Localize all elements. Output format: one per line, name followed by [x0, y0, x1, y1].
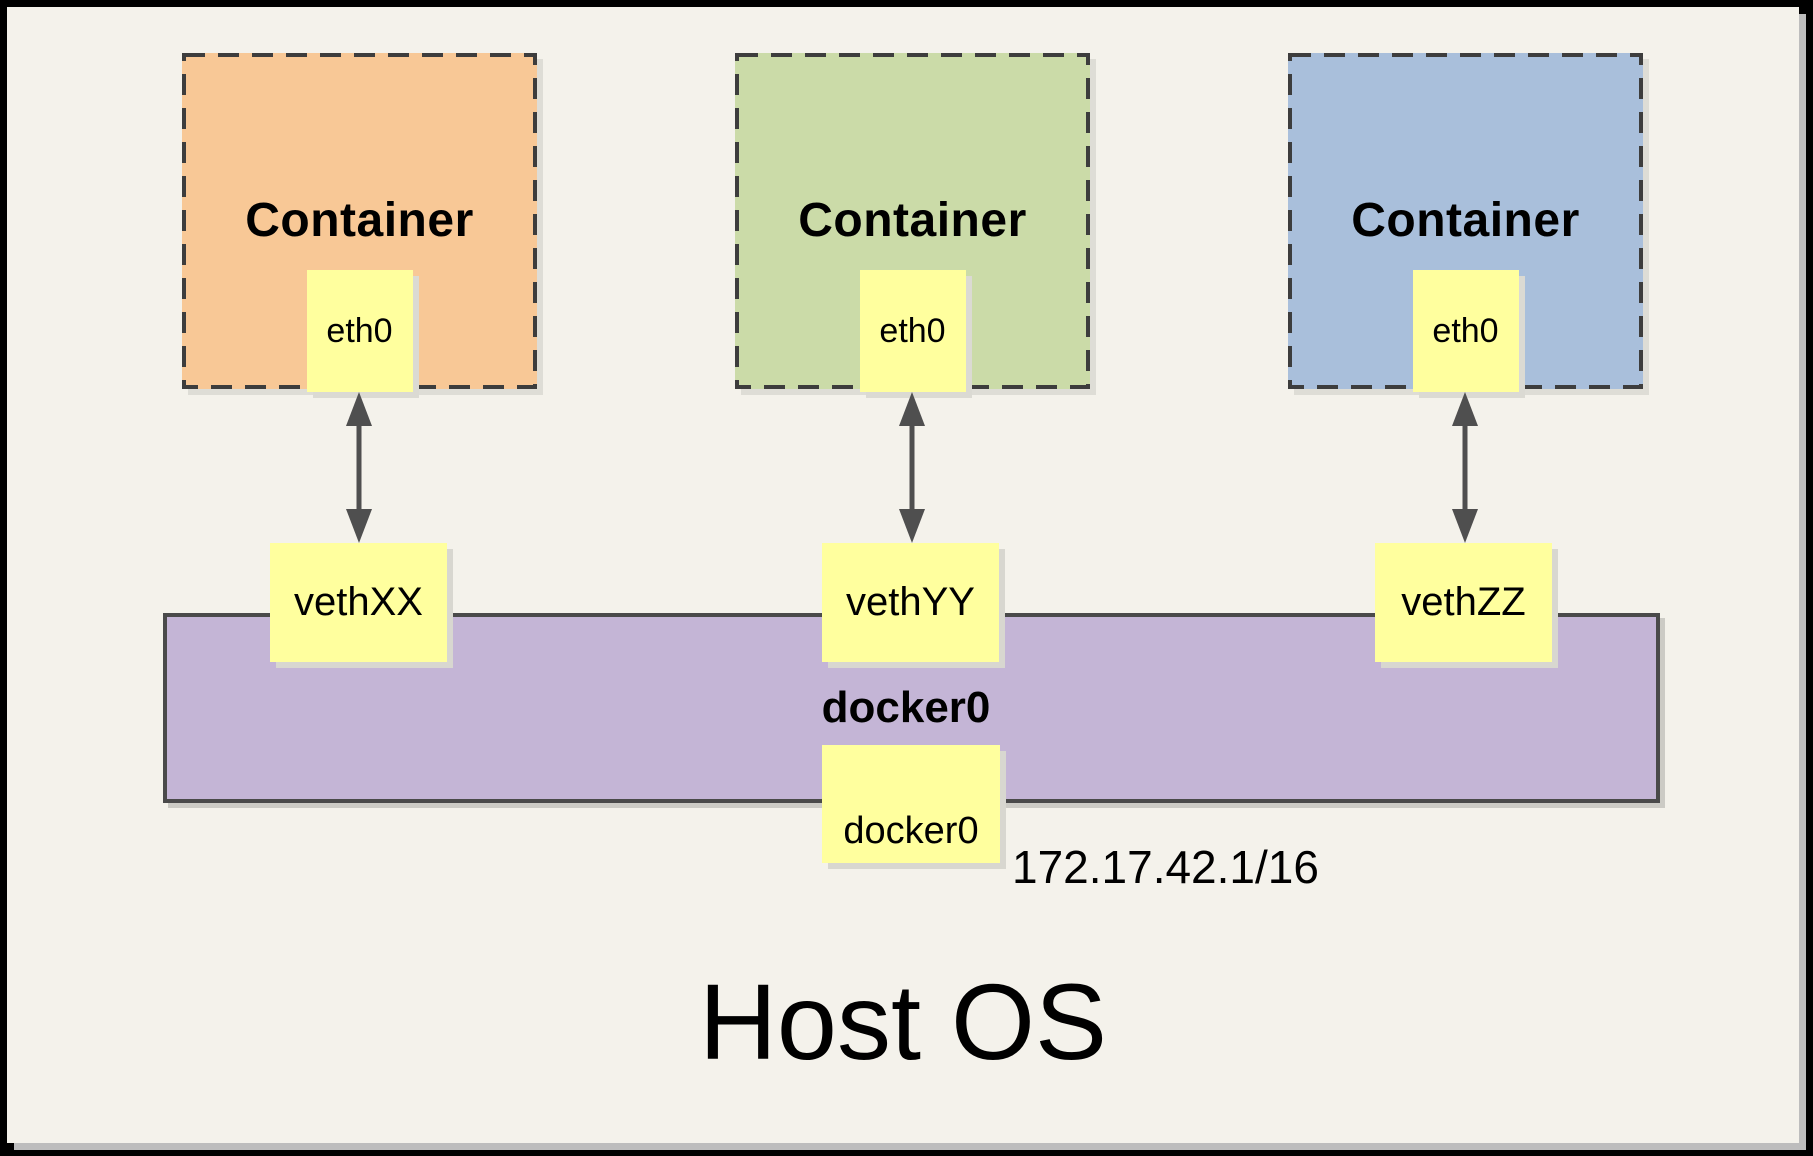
double-arrow-icon	[899, 392, 925, 543]
docker0-bridge-title: docker0	[821, 683, 991, 732]
host-os-title: Host OS	[698, 961, 1108, 1082]
docker0-ip-address: 172.17.42.1/16	[1012, 841, 1319, 893]
container-box-2: Container eth0	[735, 53, 1090, 392]
container-label: Container	[798, 194, 1027, 247]
eth0-interface-box: eth0	[859, 270, 966, 392]
container-label: Container	[1351, 194, 1580, 247]
container-box-1: Container eth0	[182, 53, 537, 392]
vethZZ-interface-box: vethZZ	[1375, 543, 1552, 662]
double-arrow-icon	[1452, 392, 1478, 543]
double-arrow-icon	[346, 392, 372, 543]
eth0-interface-box: eth0	[1412, 270, 1519, 392]
eth0-interface-box: eth0	[306, 270, 413, 392]
vethYY-interface-box: vethYY	[822, 543, 999, 662]
container-box-3: Container eth0	[1288, 53, 1643, 392]
container-label: Container	[245, 194, 474, 247]
vethXX-interface-box: vethXX	[270, 543, 447, 662]
docker0-interface-box: docker0	[822, 745, 1000, 863]
host-os-panel: Container eth0 Container eth0 Container …	[7, 7, 1799, 1143]
